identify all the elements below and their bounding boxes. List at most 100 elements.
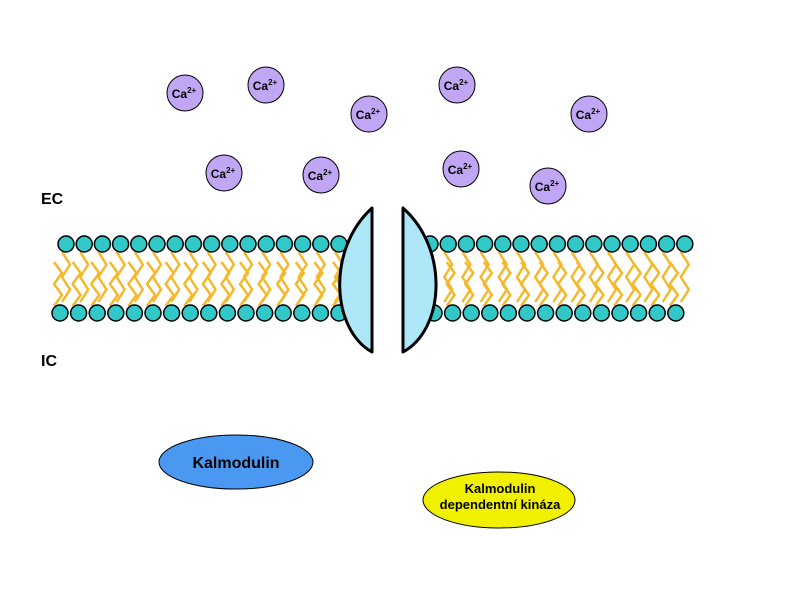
- lipid-head: [499, 304, 518, 322]
- lipid-head: [629, 304, 648, 322]
- lipid-head: [239, 235, 257, 253]
- calcium-ion: Ca2+: [166, 74, 204, 112]
- calcium-ion-label: Ca2+: [535, 179, 560, 194]
- lipid-tail: [331, 261, 343, 307]
- lipid-head: [648, 304, 666, 322]
- calcium-ion-shape: [529, 167, 567, 205]
- lipid-tail: [313, 261, 324, 307]
- calcium-ions: Ca2+Ca2+Ca2+Ca2+Ca2+Ca2+Ca2+Ca2+Ca2+: [166, 66, 608, 205]
- lipid-head: [676, 235, 694, 253]
- calmodulin-shape: [158, 434, 314, 490]
- lipid-head: [257, 235, 275, 253]
- lipid-tail: [445, 261, 456, 307]
- lipid-head: [536, 304, 555, 322]
- lipid-head: [667, 304, 685, 322]
- lipid-tail: [89, 261, 101, 307]
- lipid-tail: [538, 261, 549, 307]
- lipid-bilayer: [51, 235, 694, 322]
- lipid-tail: [533, 251, 545, 303]
- lipid-head: [88, 304, 106, 322]
- calcium-ion: Ca2+: [205, 154, 243, 192]
- calcium-ion-shape: [570, 95, 608, 133]
- lipid-tail: [482, 261, 494, 307]
- calcium-ion-label: Ca2+: [308, 168, 333, 183]
- lipid-tail: [60, 251, 72, 303]
- lipid-head: [130, 235, 148, 253]
- lipid-head: [144, 304, 162, 322]
- lipid-tail: [631, 261, 642, 307]
- calcium-ion-label: Ca2+: [211, 166, 236, 181]
- lipid-head: [548, 235, 567, 253]
- lipid-head: [481, 304, 499, 322]
- calcium-ion-shape: [302, 156, 340, 194]
- lipid-head: [611, 304, 629, 322]
- lipid-head: [51, 304, 69, 322]
- lipid-head: [439, 235, 457, 253]
- lipid-tail: [257, 261, 268, 307]
- lipid-tail: [145, 261, 157, 307]
- lipid-tail: [442, 251, 454, 303]
- lipid-tail: [52, 261, 64, 307]
- calcium-ion-label: Ca2+: [253, 78, 278, 93]
- lipid-head: [57, 235, 75, 253]
- lipid-tail: [519, 261, 531, 307]
- lipid-head: [162, 304, 181, 322]
- lipid-tail: [238, 261, 250, 307]
- calcium-ion-shape: [438, 66, 476, 104]
- calcium-ion-label: Ca2+: [448, 162, 473, 177]
- lipid-head: [75, 235, 93, 253]
- lipid-head: [184, 235, 203, 253]
- lipid-head: [111, 235, 130, 253]
- lipid-tail: [501, 261, 512, 307]
- lipid-tail: [164, 261, 175, 307]
- lipid-head: [574, 304, 592, 322]
- calcium-ion: Ca2+: [529, 167, 567, 205]
- lipid-head: [621, 235, 639, 253]
- lipid-tail: [612, 261, 624, 307]
- lipid-head: [202, 235, 221, 253]
- calcium-ion-shape: [166, 74, 204, 112]
- lipid-tail: [624, 251, 636, 303]
- lipid-tail: [552, 251, 563, 303]
- lipid-head: [585, 235, 603, 253]
- lipid-tail: [294, 261, 306, 307]
- lipid-head: [475, 235, 494, 253]
- lipid-head: [457, 235, 476, 253]
- lipid-head: [255, 304, 274, 322]
- calcium-ion-shape: [205, 154, 243, 192]
- lipid-head: [639, 235, 658, 253]
- lipid-head: [518, 304, 536, 322]
- lipid-head: [107, 304, 125, 322]
- lipid-head: [603, 235, 621, 253]
- lipid-tail: [515, 251, 527, 303]
- lipid-head: [274, 304, 292, 322]
- lipid-tail: [127, 261, 138, 307]
- lipid-tail: [570, 251, 581, 303]
- lipid-tail: [479, 251, 490, 303]
- lipid-tail: [461, 251, 472, 303]
- lipid-tails-inner-leaflet: [52, 261, 680, 307]
- kinase-shape: [422, 471, 576, 529]
- lipid-head: [237, 304, 255, 322]
- lipid-tail: [71, 261, 82, 307]
- lipid-tail: [115, 251, 126, 303]
- calcium-ion: Ca2+: [438, 66, 476, 104]
- lipid-head: [275, 235, 294, 253]
- lipid-tail: [668, 261, 680, 307]
- calmodulin-dependent-kinase: Kalmodulin dependentní kináza: [422, 471, 576, 529]
- lipid-tail: [78, 251, 90, 303]
- lipid-tail: [463, 261, 475, 307]
- lipid-tail: [275, 261, 287, 307]
- calcium-ion-label: Ca2+: [172, 86, 197, 101]
- lipid-tail: [182, 261, 194, 307]
- lipid-head: [512, 235, 530, 253]
- channel-right-half: [401, 206, 438, 354]
- lipid-tail: [649, 261, 661, 307]
- lipid-head: [592, 304, 611, 322]
- lipid-tail: [679, 251, 691, 303]
- lipid-head: [462, 304, 480, 322]
- lipid-tail: [220, 261, 231, 307]
- kinase-label-line2: dependentní kináza: [440, 497, 561, 512]
- lipid-head: [148, 235, 166, 253]
